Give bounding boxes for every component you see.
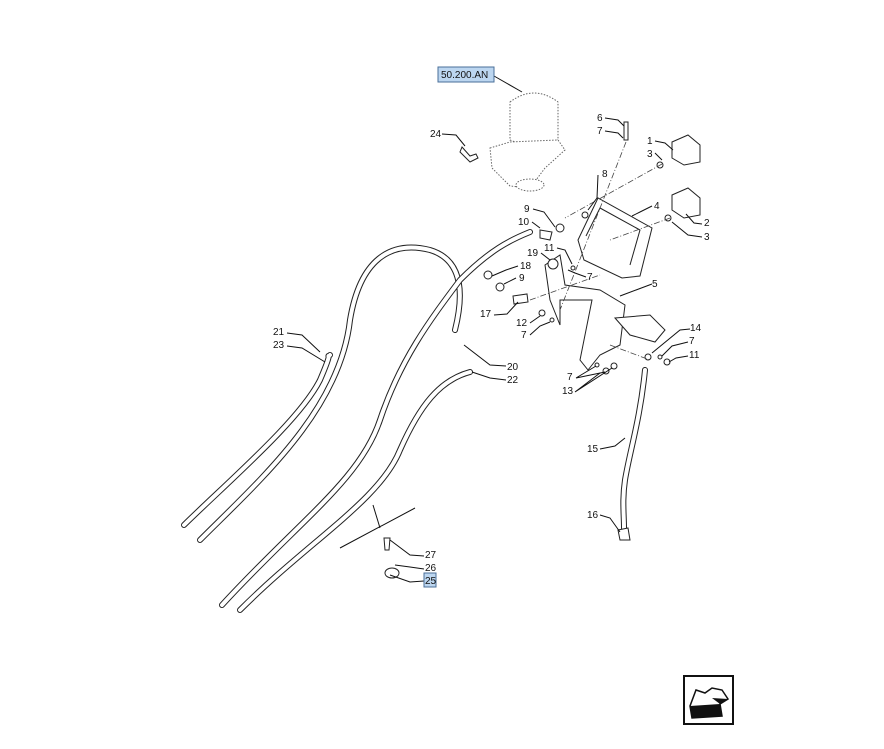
callout-12[interactable]: 12 <box>516 318 528 329</box>
arrow-direction-icon[interactable] <box>683 675 734 725</box>
leader-lines <box>286 75 703 583</box>
callouts: 24 6 7 1 3 8 4 2 3 9 10 11 19 18 9 7 5 1… <box>273 113 710 587</box>
callout-7[interactable]: 7 <box>587 272 593 283</box>
callout-22[interactable]: 22 <box>507 375 519 386</box>
callout-14[interactable]: 14 <box>690 323 702 334</box>
reference-link-box[interactable] <box>437 66 495 83</box>
callout-26[interactable]: 26 <box>425 563 437 574</box>
reference-link[interactable]: 50.200.AN <box>441 70 488 81</box>
callout-23[interactable]: 23 <box>273 340 285 351</box>
callout-8[interactable]: 8 <box>602 169 608 180</box>
callout-10[interactable]: 10 <box>518 217 530 228</box>
callout-19[interactable]: 19 <box>527 248 539 259</box>
callout-13[interactable]: 13 <box>562 386 574 397</box>
callout-7[interactable]: 7 <box>689 336 695 347</box>
callout-9[interactable]: 9 <box>524 204 530 215</box>
callout-6[interactable]: 6 <box>597 113 603 124</box>
hoses <box>181 229 648 613</box>
callout-18[interactable]: 18 <box>520 261 532 272</box>
callout-24[interactable]: 24 <box>430 129 442 140</box>
callout-11[interactable]: 11 <box>689 350 700 361</box>
callout-9[interactable]: 9 <box>519 273 525 284</box>
callout-7[interactable]: 7 <box>567 372 573 383</box>
callout-2[interactable]: 2 <box>704 218 710 229</box>
callout-7[interactable]: 7 <box>521 330 527 341</box>
callout-11[interactable]: 11 <box>544 243 555 254</box>
callout-16[interactable]: 16 <box>587 510 599 521</box>
callout-1[interactable]: 1 <box>647 136 653 147</box>
callout-7[interactable]: 7 <box>597 126 603 137</box>
callout-17[interactable]: 17 <box>480 309 492 320</box>
callout-4[interactable]: 4 <box>654 201 660 212</box>
callout-25[interactable]: 25 <box>425 576 437 587</box>
callout-3[interactable]: 3 <box>704 232 710 243</box>
callout-15[interactable]: 15 <box>587 444 599 455</box>
air-dryer <box>489 92 566 192</box>
callout-3[interactable]: 3 <box>647 149 653 160</box>
callout-5[interactable]: 5 <box>652 279 658 290</box>
callout-25-highlight[interactable] <box>423 572 437 588</box>
callout-20[interactable]: 20 <box>507 362 519 373</box>
callout-27[interactable]: 27 <box>425 550 437 561</box>
callout-21[interactable]: 21 <box>273 327 285 338</box>
